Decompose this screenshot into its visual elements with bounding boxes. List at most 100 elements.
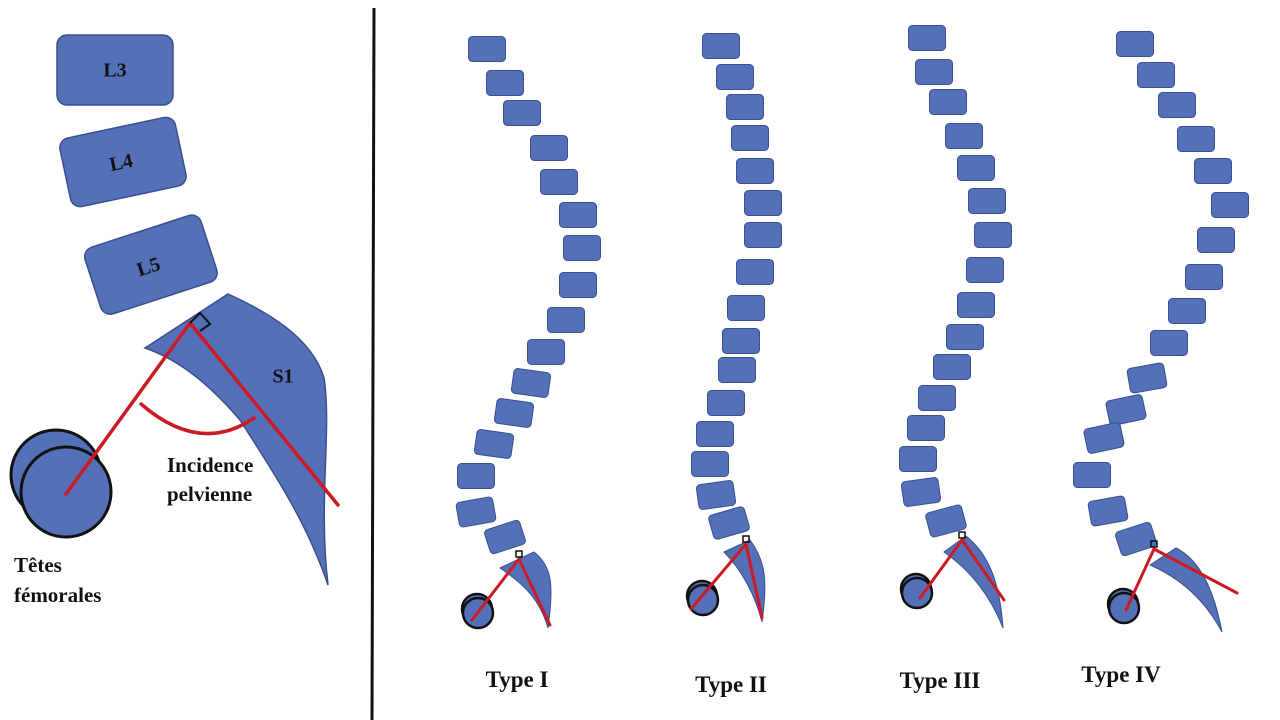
femoral-heads [9,428,113,539]
vertebra [907,415,945,441]
vertebra [736,259,774,285]
incidence-line [918,538,964,600]
sacrum-s1-label: S1 [272,366,293,388]
vertebra [559,202,597,228]
vertebra [702,33,740,59]
vertebra [718,357,756,383]
vertebra [547,307,585,333]
vertebra-l4-label: L4 [107,150,134,176]
vertebra [510,368,552,398]
vertebra [957,155,995,181]
vertebra [908,25,946,51]
incidence-line [1152,547,1239,595]
vertebra [968,188,1006,214]
vertebra [915,59,953,85]
vertebra [1185,264,1223,290]
vertebra [1073,462,1111,488]
sacrum [1148,547,1223,633]
vertebra [484,519,526,555]
vertebra [1105,394,1147,426]
sacrum [723,539,766,623]
type-4-label: Type IV [1081,662,1161,687]
vertebra [473,429,515,459]
vertebra [493,398,535,428]
vertebra [695,480,737,510]
vertebra [1168,298,1206,324]
vertebra [1177,126,1215,152]
vertebra [559,272,597,298]
vertebra [457,463,495,489]
femoral-head [900,576,934,610]
femoral-head [686,583,720,617]
spine-type-1 [455,36,601,630]
vertebra [540,169,578,195]
incidence-line [689,542,748,611]
vertebra [736,158,774,184]
incidence-line [470,557,521,622]
vertebra [900,477,942,507]
vertebra [1115,521,1157,557]
vertebra [727,295,765,321]
incidence-line [1124,547,1156,612]
angle-label-line1: Incidence [167,453,253,477]
vertebra [468,36,506,62]
sacrum [498,551,552,629]
sacrum-s1 [143,293,329,586]
vertebra [503,100,541,126]
angle-label-line2: pelvienne [167,482,252,506]
vertebra [1194,158,1232,184]
femoral-label-line1: Têtes [14,553,62,577]
vertebra [1150,330,1188,356]
vertebra [708,506,750,540]
vertebra [1126,362,1168,394]
type-1-label: Type I [486,667,549,692]
spine-type-3 [899,25,1012,629]
vertebra [929,89,967,115]
panel-divider [370,7,376,720]
spine-type-2 [685,33,782,623]
right-angle-mark [742,535,750,543]
vertebra [744,190,782,216]
left-panel: L3 L4 L5 S1 Incidence pelvienne Têtes fé… [9,34,340,607]
incidence-line [960,538,1006,602]
vertebra [707,390,745,416]
vertebra [691,451,729,477]
vertebra [925,504,967,538]
pelvic-incidence-lines [64,321,340,507]
vertebra-l3-label: L3 [103,60,126,82]
vertebra [1211,192,1249,218]
vertebra [918,385,956,411]
right-angle-mark [1150,540,1158,548]
vertebra [1116,31,1154,57]
vertebra [1087,495,1129,527]
vertebra [716,64,754,90]
vertebra [945,123,983,149]
vertebra-l3: L3 [56,34,174,106]
vertebra [530,135,568,161]
incidence-line [517,557,552,627]
right-angle-mark [958,531,966,539]
incidence-line [744,542,764,620]
vertebra [1083,422,1125,454]
type-2-label: Type II [695,672,767,697]
vertebra [899,446,937,472]
vertebra [731,125,769,151]
vertebra [726,94,764,120]
vertebra [974,222,1012,248]
right-angle-mark [515,550,523,558]
vertebra [563,235,601,261]
sacrum [943,535,1004,629]
vertebra [946,324,984,350]
vertebra-l5: L5 [83,214,218,315]
vertebra [966,257,1004,283]
femoral-label-line2: fémorales [14,583,101,607]
spine-type-4 [1073,31,1249,633]
vertebra [696,421,734,447]
type-3-label: Type III [900,668,981,693]
femoral-head [1107,591,1141,625]
vertebra [957,292,995,318]
vertebra [486,70,524,96]
vertebra [722,328,760,354]
